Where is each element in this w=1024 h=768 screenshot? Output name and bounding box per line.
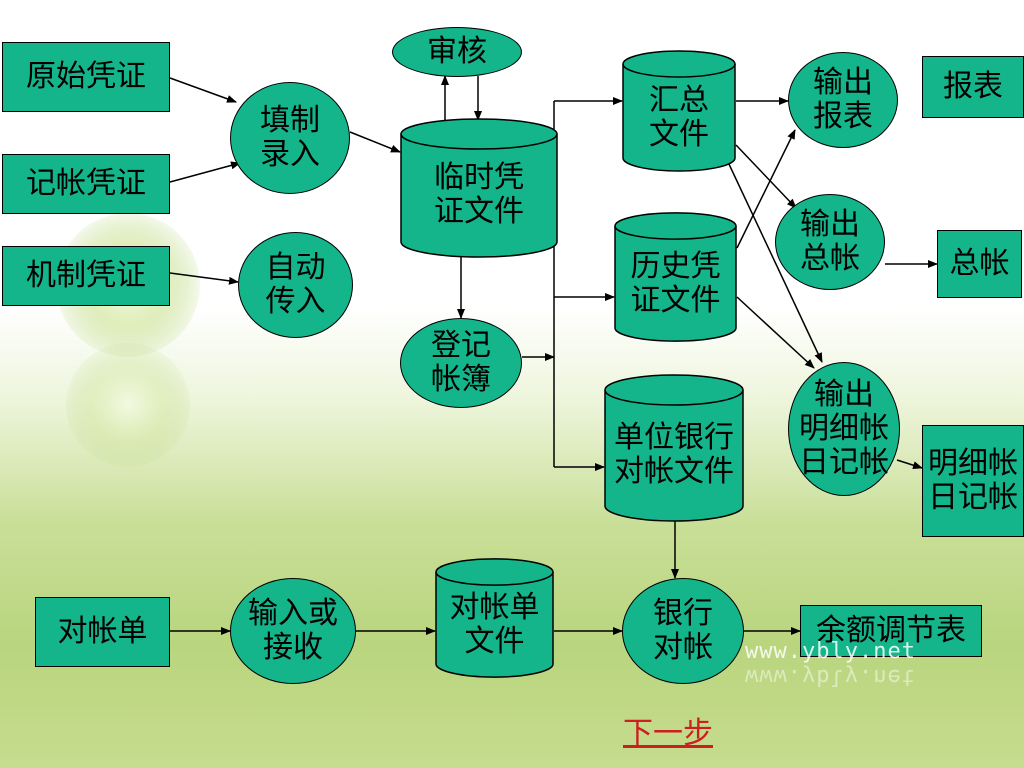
node-history-voucher-file: 历史凭 证文件 xyxy=(614,212,737,342)
edge-summary-to-out-general xyxy=(735,144,797,209)
node-statement-file: 对帐单 文件 xyxy=(435,558,554,678)
node-machine-voucher: 机制凭证 xyxy=(2,246,170,306)
node-temp-voucher-file: 临时凭 证文件 xyxy=(400,118,558,258)
node-output-detail-journal: 输出 明细帐 日记帐 xyxy=(788,362,900,496)
node-detail-journal: 明细帐 日记帐 xyxy=(922,425,1024,537)
next-step-link[interactable]: 下一步 xyxy=(623,716,713,751)
edge-machine-to-auto xyxy=(169,272,239,285)
summary-file-label: 汇总 文件 xyxy=(649,83,709,152)
watermark-text: www.ybly.net xyxy=(745,639,916,664)
temp-voucher-file-label: 临时凭 证文件 xyxy=(434,160,524,229)
history-voucher-file-label: 历史凭 证文件 xyxy=(630,249,721,318)
node-bookkeeping-voucher: 记帐凭证 xyxy=(2,154,170,214)
node-bank-reconcile: 银行 对帐 xyxy=(622,578,744,684)
node-original-voucher: 原始凭证 xyxy=(2,42,170,112)
node-input-or-receive: 输入或 接收 xyxy=(230,578,356,684)
statement-file-label: 对帐单 文件 xyxy=(449,590,540,659)
node-output-general-ledger: 输出 总帐 xyxy=(775,194,885,290)
edge-history-to-out-report xyxy=(736,129,796,249)
edge-fill-to-temp xyxy=(349,131,401,153)
node-review: 审核 xyxy=(392,27,522,77)
node-fill-entry: 填制 录入 xyxy=(230,82,350,194)
node-statement: 对帐单 xyxy=(35,597,170,667)
node-summary-file: 汇总 文件 xyxy=(622,50,736,172)
edge-original-to-fill xyxy=(169,77,237,103)
bank-reconcile-file-label: 单位银行 对帐文件 xyxy=(614,420,734,489)
node-balance-adjust-table: 余额调节表 xyxy=(800,605,982,657)
edge-bookkeeping-to-fill xyxy=(169,161,241,183)
watermark-reflection: www.ybly.net xyxy=(745,664,916,689)
node-output-report: 输出 报表 xyxy=(788,52,898,148)
edge-summary-to-out-detail xyxy=(727,161,823,363)
node-auto-transfer: 自动 传入 xyxy=(238,232,353,338)
node-bank-reconcile-file: 单位银行 对帐文件 xyxy=(604,374,744,522)
node-register-ledger: 登记 帐簿 xyxy=(400,318,522,408)
edge-history-to-out-detail xyxy=(736,296,815,369)
watermark: www.ybly.net www.ybly.net xyxy=(745,639,916,690)
node-report: 报表 xyxy=(922,56,1024,118)
node-general-ledger: 总帐 xyxy=(937,230,1022,298)
edge-out-detail-to-detail xyxy=(896,459,923,470)
